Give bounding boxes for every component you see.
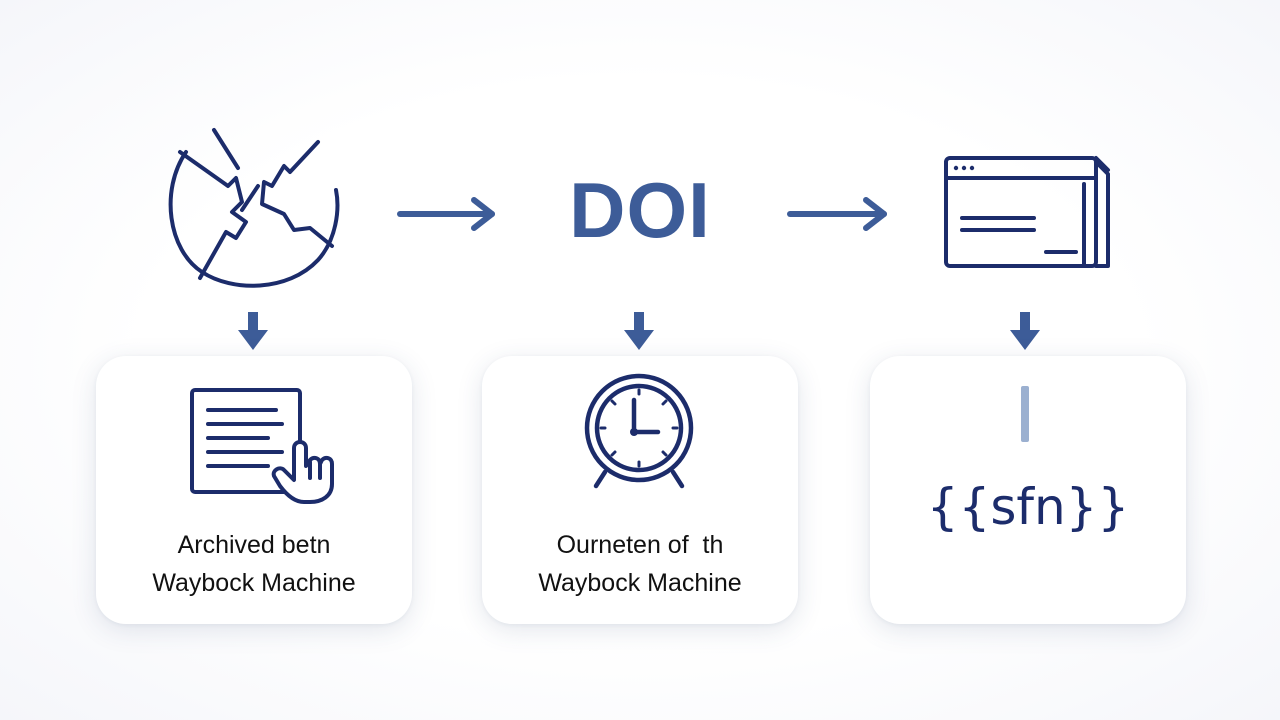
alarm-clock-icon <box>584 373 694 489</box>
document-hand-pointer-icon <box>190 388 334 504</box>
card-archived-line2: Waybock Machine <box>152 569 356 597</box>
card-timestamp: Ourneten of th Waybock Machine <box>482 356 798 624</box>
doi-label: DOI <box>569 165 711 254</box>
card-archived-label: Archived betn Waybock Machine <box>96 526 412 602</box>
text-cursor-icon <box>1021 386 1029 442</box>
card-archived-line1: Archived betn <box>177 531 331 559</box>
card-timestamp-line2: Waybock Machine <box>538 569 742 597</box>
doi-node: DOI <box>540 162 740 258</box>
card-timestamp-label: Ourneten of th Waybock Machine <box>482 526 798 602</box>
card-archived: Archived betn Waybock Machine <box>96 356 412 624</box>
sfn-template-label: {{sfn}} <box>926 478 1130 536</box>
card-timestamp-line1: Ourneten of th <box>556 531 724 559</box>
